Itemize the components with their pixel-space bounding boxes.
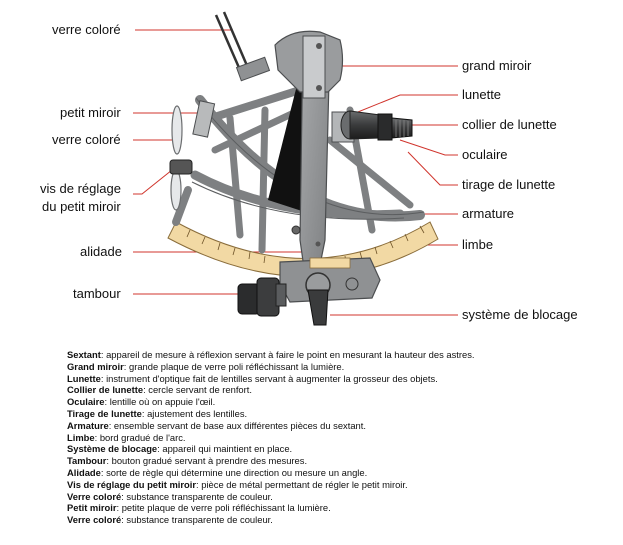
label-collier: collier de lunette <box>462 117 557 132</box>
glossary-row: Collier de lunette: cercle servant de re… <box>67 384 607 396</box>
screw-icon <box>291 225 301 235</box>
glossary-row: Limbe: bord gradué de l'arc. <box>67 432 607 444</box>
glossary-row: Vis de réglage du petit miroir: pièce de… <box>67 479 607 491</box>
vernier-scale <box>309 257 351 269</box>
glossary-term: Tirage de lunette <box>67 407 142 419</box>
glossary-def: : instrument d'optique fait de lentilles… <box>100 372 438 384</box>
glossary-term: Verre coloré <box>67 490 122 502</box>
oculaire-eyepiece <box>391 117 413 139</box>
sextant-illustration <box>133 11 458 326</box>
screw-icon <box>315 241 321 247</box>
glossary-def: : lentille où on appuie l'œil. <box>104 396 216 408</box>
glossary: Sextant: appareil de mesure à réflexion … <box>67 349 607 526</box>
label-systeme: système de blocage <box>462 307 578 322</box>
glossary-row: Alidade: sorte de règle qui détermine un… <box>67 467 607 479</box>
glossary-row: Tirage de lunette: ajustement des lentil… <box>67 408 607 420</box>
label-grand-miroir: grand miroir <box>462 58 532 73</box>
label-tirage: tirage de lunette <box>462 177 556 192</box>
vis-reglage-screw <box>169 159 193 175</box>
glossary-row: Verre coloré: substance transparente de … <box>67 514 607 526</box>
glossary-row: Sextant: appareil de mesure à réflexion … <box>67 349 607 361</box>
glossary-term: Tambour <box>67 455 107 467</box>
glossary-row: Lunette: instrument d'optique fait de le… <box>67 373 607 385</box>
glossary-row: Tambour: bouton gradué servant à prendre… <box>67 455 607 467</box>
glossary-term: Lunette <box>67 372 101 384</box>
verre-colore-mid-filter <box>171 105 183 155</box>
petit-miroir-glass <box>192 100 216 138</box>
glossary-def: : substance transparente de couleur. <box>121 490 273 502</box>
label-lunette: lunette <box>462 87 502 102</box>
leader-oculaire <box>399 139 458 156</box>
glossary-def: : petite plaque de verre poli réfléchiss… <box>116 502 331 514</box>
glossary-term: Système de blocage <box>67 443 158 455</box>
glossary-row: Verre coloré: substance transparente de … <box>67 491 607 503</box>
leader-lunette <box>347 94 458 117</box>
label-verre-colore-top: verre coloré <box>52 22 121 37</box>
glossary-term: Armature <box>67 419 109 431</box>
tambour-drum <box>237 277 287 317</box>
glossary-term: Vis de réglage du petit miroir <box>67 478 197 490</box>
glossary-term: Petit miroir <box>67 502 117 514</box>
glossary-def: : bouton gradué servant à prendre des me… <box>106 455 308 467</box>
glossary-def: : ajustement des lentilles. <box>141 407 248 419</box>
label-armature: armature <box>462 206 515 221</box>
screw-icon <box>316 85 322 91</box>
glossary-def: : grande plaque de verre poli réfléchiss… <box>123 360 345 372</box>
glossary-row: Petit miroir: petite plaque de verre pol… <box>67 502 607 514</box>
glossary-def: : ensemble servant de base aux différent… <box>108 419 366 431</box>
label-verre-colore-mid: verre coloré <box>52 132 121 147</box>
label-vis-reglage-line1: vis de réglage <box>40 181 121 196</box>
lunette-telescope <box>331 110 413 143</box>
glossary-term: Verre coloré <box>67 514 122 526</box>
label-alidade: alidade <box>80 244 122 259</box>
glossary-row: Armature: ensemble servant de base aux d… <box>67 420 607 432</box>
glossary-term: Oculaire <box>67 396 105 408</box>
glossary-def: : pièce de métal permettant de régler le… <box>196 478 408 490</box>
label-tambour: tambour <box>73 286 121 301</box>
glossary-term: Collier de lunette <box>67 384 144 396</box>
glossary-def: : substance transparente de couleur. <box>121 514 273 526</box>
verre-colore-top-filters <box>214 11 250 71</box>
glossary-term: Sextant <box>67 349 101 360</box>
verre-colore-lower-filter <box>170 169 182 211</box>
limbe-ticks <box>186 225 425 264</box>
screw-icon <box>316 43 322 49</box>
glossary-row: Grand miroir: grande plaque de verre pol… <box>67 361 607 373</box>
glossary-def: : bord gradué de l'arc. <box>94 431 186 443</box>
glossary-row: Oculaire: lentille où on appuie l'œil. <box>67 396 607 408</box>
glossary-term: Alidade <box>67 466 101 478</box>
systeme-blocage <box>305 272 359 326</box>
glossary-term: Limbe <box>67 431 95 443</box>
label-petit-miroir: petit miroir <box>60 105 121 120</box>
glossary-def: : sorte de règle qui détermine une direc… <box>100 466 368 478</box>
grand-miroir-glass <box>302 35 326 99</box>
leader-tirage <box>407 151 458 186</box>
collier-ring <box>377 113 393 141</box>
leader-vis-reglage <box>133 169 173 195</box>
glossary-def: : cercle servant de renfort. <box>143 384 252 396</box>
filter-hinge <box>235 56 271 82</box>
glossary-row: Système de blocage: appareil qui maintie… <box>67 443 607 455</box>
label-limbe: limbe <box>462 237 494 252</box>
glossary-def: : appareil de mesure à réflexion servant… <box>100 349 475 360</box>
label-vis-reglage-line2: du petit miroir <box>42 199 121 214</box>
glossary-def: : appareil qui maintient en place. <box>157 443 293 455</box>
label-oculaire: oculaire <box>462 147 508 162</box>
glossary-term: Grand miroir <box>67 360 124 372</box>
